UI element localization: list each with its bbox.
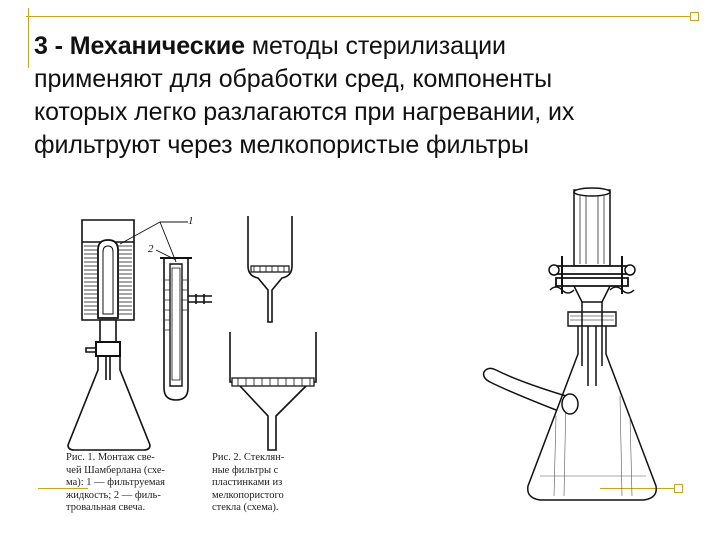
- flask-body: [528, 326, 657, 500]
- figure-2-caption: Рис. 2. Стеклян- ные фильтры с пластинка…: [212, 452, 322, 515]
- caption-1-line: Рис. 1. Монтаж све-: [66, 452, 155, 463]
- heading-line-1: 3 - Механические методы стерилизации: [34, 30, 704, 63]
- top-decoration-line: [26, 16, 696, 17]
- label-1: 1: [188, 215, 194, 227]
- caption-1-line: жидкость; 2 — филь-: [66, 489, 161, 501]
- heading-line-3: которых легко разлагаются при нагревании…: [34, 98, 575, 126]
- heading-number: 3 -: [34, 32, 63, 60]
- bottom-left-decoration-line: [38, 488, 88, 489]
- flask-side-arm: [484, 368, 566, 410]
- label-2: 2: [148, 243, 154, 255]
- caption-2-line: мелкопористого: [212, 489, 284, 501]
- filter-cylinder: [574, 190, 610, 266]
- slide-heading: 3 - Механические методы стерилизации при…: [34, 30, 704, 162]
- caption-2-line: стекла (схема).: [212, 502, 279, 513]
- heading-line-2: применяют для обработки сред, компоненты: [34, 65, 553, 93]
- left-decoration-line: [28, 8, 29, 68]
- caption-2-line: пластинками из: [212, 477, 283, 488]
- heading-line-1-rest: методы стерилизации: [251, 32, 506, 60]
- heading-bold-word: Механические: [69, 32, 245, 60]
- figure-1-caption: Рис. 1. Монтаж све- чей Шамберлана (схе-…: [66, 452, 206, 515]
- lower-glass-filter: [230, 332, 316, 382]
- caption-1-line: тровальная свеча.: [66, 502, 146, 513]
- bottom-right-decoration-line: [600, 488, 680, 489]
- caption-2-line: Рис. 2. Стеклян-: [212, 452, 285, 463]
- caption-1-line: чей Шамберлана (схе-: [66, 464, 166, 476]
- bottom-right-decoration-square: [674, 484, 683, 493]
- heading-line-4: фильтруют через мелкопористые фильтры: [34, 131, 529, 159]
- upper-glass-filter: [248, 216, 292, 322]
- figure-2-glass-filters-diagram: [218, 206, 328, 461]
- top-right-decoration-square: [690, 12, 699, 21]
- figure-1-chamberland-diagram: 1 2: [60, 215, 220, 465]
- caption-1-line: ма): 1 — фильтруемая: [66, 477, 165, 488]
- figure-3-seitz-filter-flask: [470, 186, 690, 516]
- caption-2-line: ные фильтры с: [212, 464, 279, 476]
